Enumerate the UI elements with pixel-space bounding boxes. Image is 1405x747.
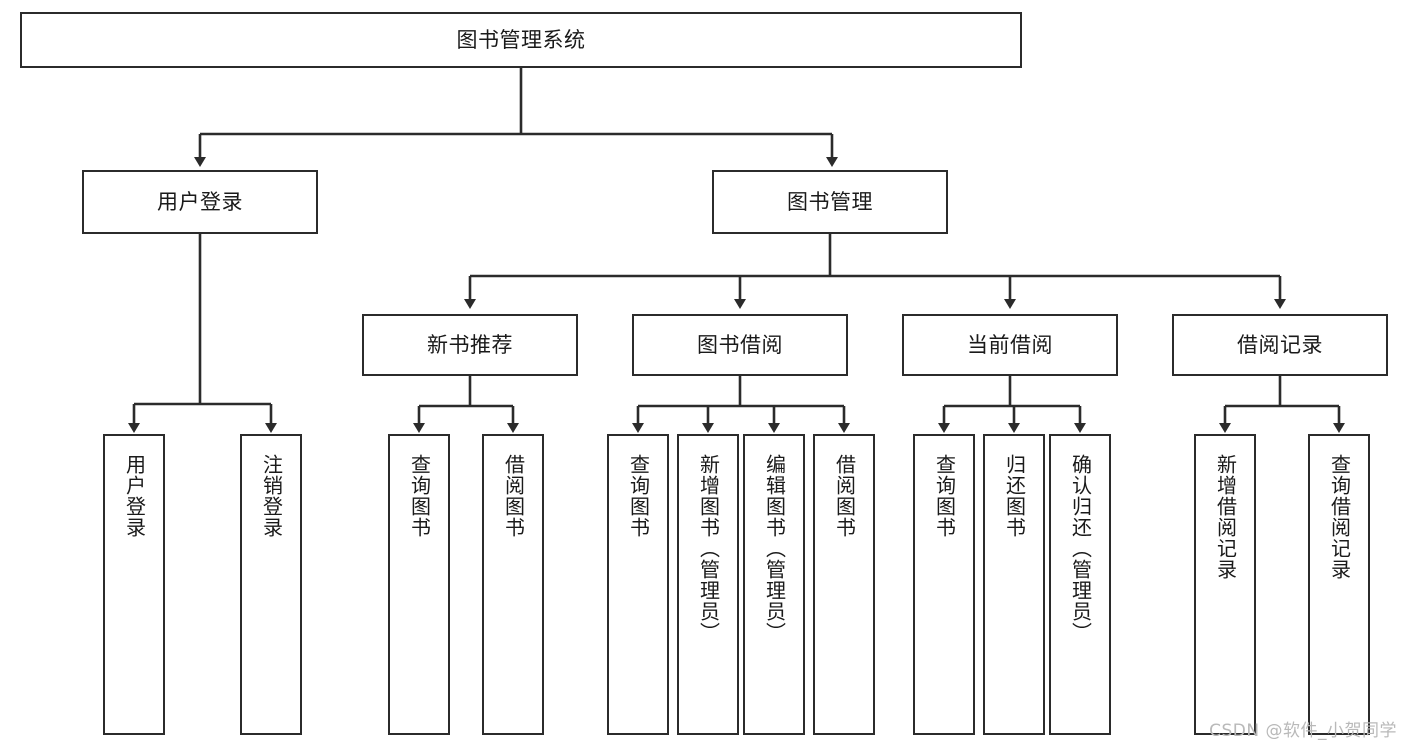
- node-label: 查询借阅记录: [1327, 454, 1352, 580]
- node-leaf-borrow-book-1[interactable]: 借阅图书: [482, 434, 544, 735]
- node-leaf-confirm-return[interactable]: 确认归还（管理员）: [1049, 434, 1111, 735]
- node-label: 当前借阅: [967, 332, 1053, 357]
- node-current-borrow[interactable]: 当前借阅: [902, 314, 1118, 376]
- node-label: 借阅图书: [501, 454, 526, 538]
- node-root-system[interactable]: 图书管理系统: [20, 12, 1022, 68]
- node-label: 新增图书（管理员）: [696, 454, 721, 643]
- node-label: 注销登录: [259, 454, 284, 538]
- node-leaf-borrow-book-2[interactable]: 借阅图书: [813, 434, 875, 735]
- node-leaf-query-book-3[interactable]: 查询图书: [913, 434, 975, 735]
- node-label: 查询图书: [626, 454, 651, 538]
- node-label: 归还图书: [1002, 454, 1027, 538]
- node-label: 查询图书: [932, 454, 957, 538]
- node-label: 用户登录: [157, 189, 243, 214]
- node-label: 新增借阅记录: [1213, 454, 1238, 580]
- node-leaf-return-book[interactable]: 归还图书: [983, 434, 1045, 735]
- node-book-borrow[interactable]: 图书借阅: [632, 314, 848, 376]
- node-leaf-logout[interactable]: 注销登录: [240, 434, 302, 735]
- node-leaf-user-login[interactable]: 用户登录: [103, 434, 165, 735]
- node-user-login[interactable]: 用户登录: [82, 170, 318, 234]
- node-label: 查询图书: [407, 454, 432, 538]
- node-new-book-recommend[interactable]: 新书推荐: [362, 314, 578, 376]
- node-label: 新书推荐: [427, 332, 513, 357]
- node-leaf-edit-book[interactable]: 编辑图书（管理员）: [743, 434, 805, 735]
- node-label: 确认归还（管理员）: [1068, 454, 1093, 643]
- node-leaf-add-record[interactable]: 新增借阅记录: [1194, 434, 1256, 735]
- node-label: 用户登录: [122, 454, 147, 538]
- node-leaf-query-book-1[interactable]: 查询图书: [388, 434, 450, 735]
- node-borrow-record[interactable]: 借阅记录: [1172, 314, 1388, 376]
- node-label: 图书管理系统: [456, 27, 586, 52]
- node-leaf-query-record[interactable]: 查询借阅记录: [1308, 434, 1370, 735]
- node-label: 借阅记录: [1237, 332, 1323, 357]
- node-label: 图书管理: [787, 189, 873, 214]
- node-leaf-query-book-2[interactable]: 查询图书: [607, 434, 669, 735]
- node-leaf-add-book[interactable]: 新增图书（管理员）: [677, 434, 739, 735]
- node-label: 编辑图书（管理员）: [762, 454, 787, 643]
- node-label: 图书借阅: [697, 332, 783, 357]
- csdn-watermark: CSDN @软件_小贺同学: [1209, 721, 1397, 741]
- node-label: 借阅图书: [832, 454, 857, 538]
- node-book-manage[interactable]: 图书管理: [712, 170, 948, 234]
